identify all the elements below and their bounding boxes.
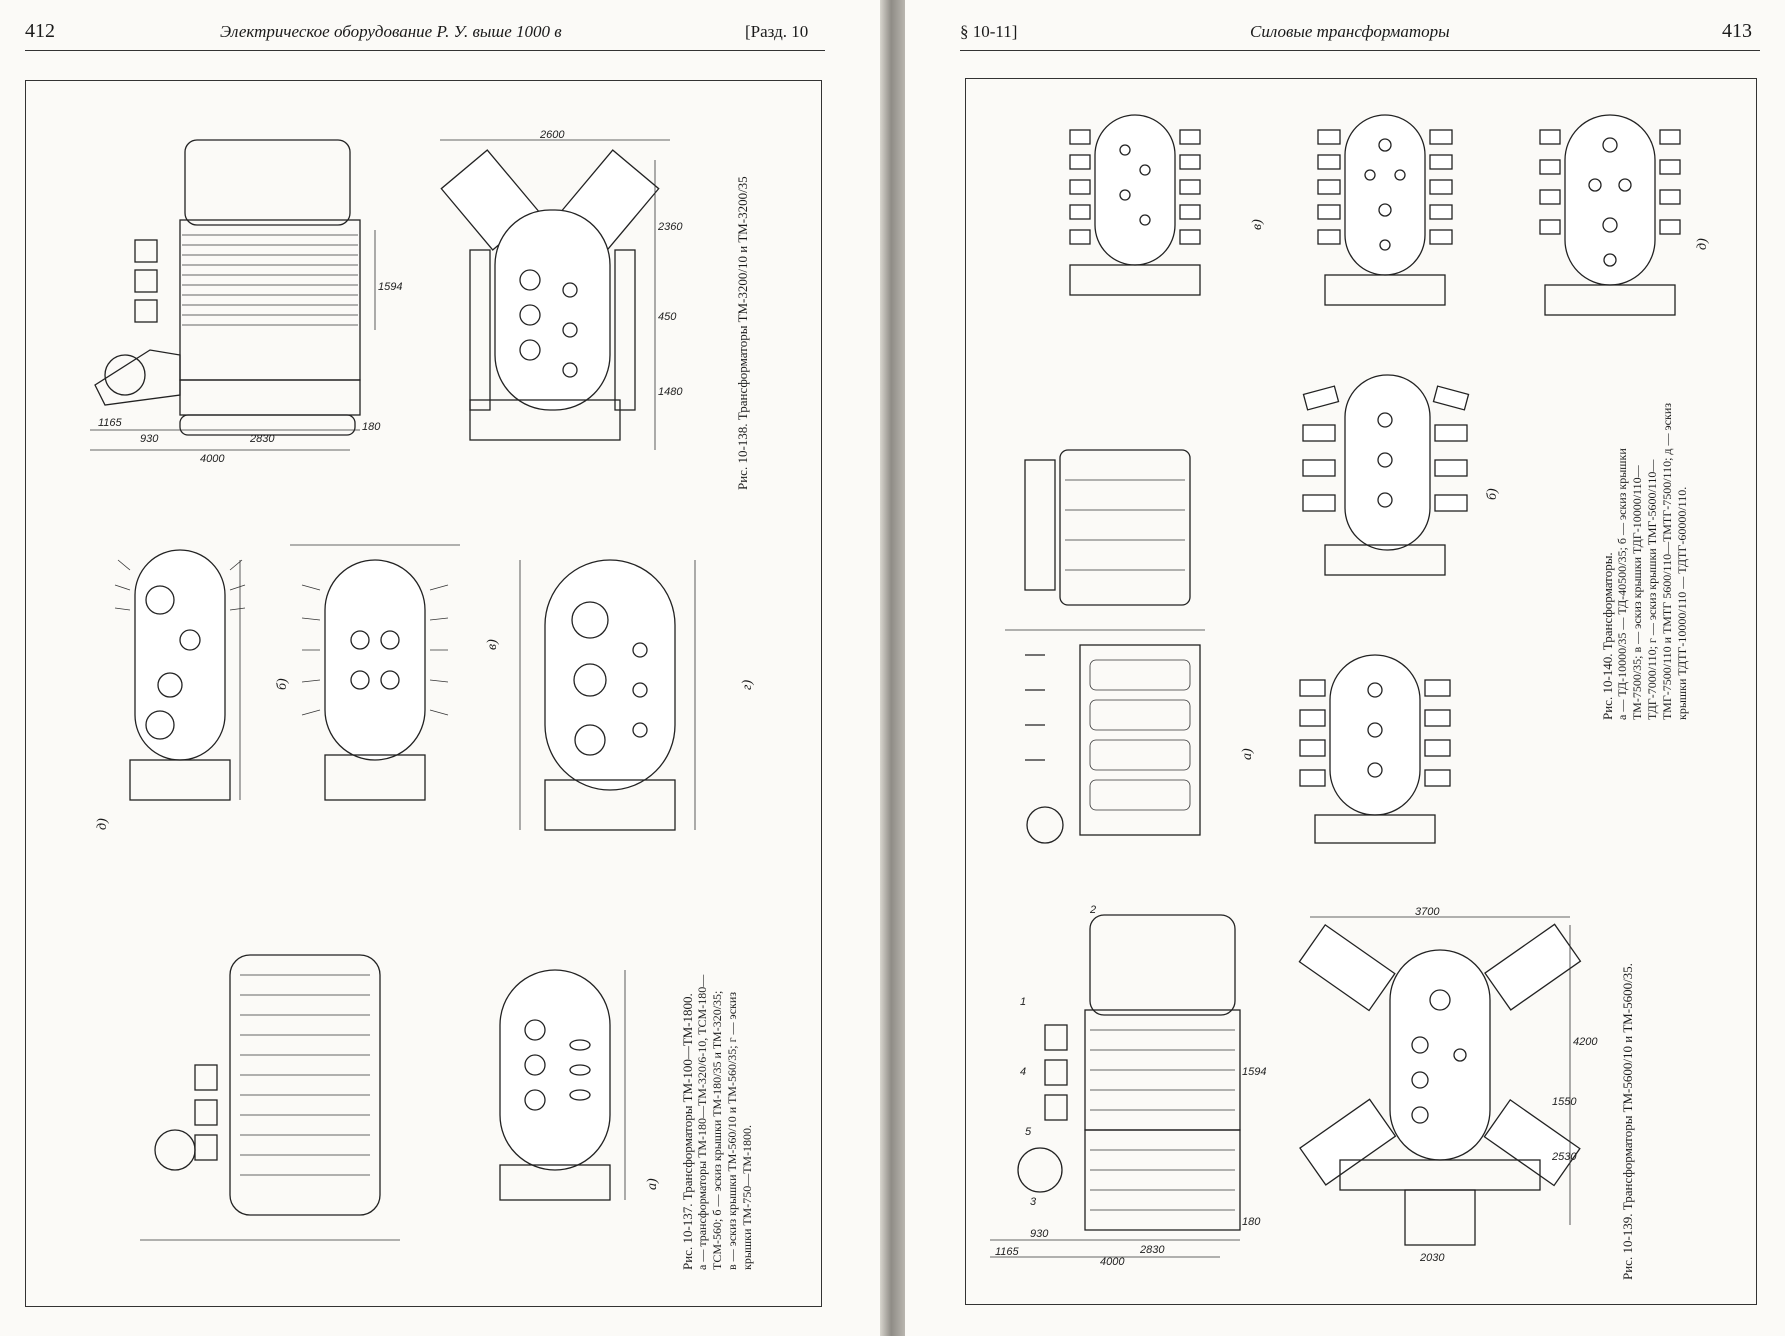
fig-140-g-sketch-top (1317, 114, 1453, 306)
right-label-a: а) (1240, 748, 1255, 760)
book-gutter (880, 0, 905, 1336)
page-number-right: 413 (1722, 20, 1752, 42)
fig-140-line-3: ТДГ-7000/110; г — эскиз крышки ТМГ-5600/… (1645, 459, 1659, 720)
fig-137-c-sketch (290, 544, 460, 801)
left-label-v: в) (485, 639, 500, 650)
fig-137-title: Рис. 10-137. Трансформаторы ТМ-100—ТМ-18… (680, 993, 695, 1270)
fig-140-line-4: ТМГ-7500/110 и ТМТГ 5600/110—ТМТГ-7500/1… (1660, 403, 1674, 720)
fig-140-line-5: крышки ТДТГ-10000/110 — ТДТГ-60000/110. (1675, 486, 1689, 720)
dim-138-1165: 1165 (98, 417, 123, 429)
dim-139-3700: 3700 (1415, 906, 1440, 918)
dim-138-450: 450 (658, 311, 677, 323)
dim-138-180: 180 (362, 421, 381, 433)
fig-137-line-3: в — эскиз крышки ТМ-560/10 и ТМ-560/35; … (725, 991, 739, 1270)
dim-139-930: 930 (1030, 1228, 1049, 1240)
dim-138-1480: 1480 (658, 386, 683, 398)
right-label-d: д) (1695, 238, 1710, 250)
part-4: 4 (1020, 1066, 1026, 1078)
section-marker-right: § 10-11] (960, 22, 1018, 41)
dim-138-1594: 1594 (378, 281, 402, 293)
fig-140-line-2: ТМ-7500/35; в — эскиз крышки ТДГ-10000/1… (1630, 465, 1644, 720)
left-label-d: д) (95, 818, 110, 830)
fig-138-top-view: 2600 2360 450 1480 (440, 129, 683, 450)
part-1: 1 (1020, 996, 1026, 1008)
dim-139-4200: 4200 (1573, 1036, 1598, 1048)
fig-140-caption: Рис. 10-140. Трансформаторы. а — ТД-1000… (1600, 403, 1690, 720)
right-page: § 10-11] Силовые трансформаторы 413 (905, 0, 1785, 1336)
right-label-v: в) (1250, 219, 1265, 230)
page-number-left: 412 (25, 20, 55, 42)
dim-139-1550: 1550 (1552, 1096, 1577, 1108)
right-figure-frame (965, 78, 1757, 1305)
part-2: 2 (1089, 904, 1096, 916)
fig-140-a-side-view (1005, 629, 1205, 844)
fig-137-a-side-view (140, 954, 400, 1241)
part-3: 3 (1030, 1196, 1037, 1208)
dim-139-1594: 1594 (1242, 1066, 1266, 1078)
left-label-g: г) (740, 679, 755, 690)
dim-139-4000: 4000 (1100, 1256, 1125, 1268)
fig-139-caption: Рис. 10-139. Трансформаторы ТМ-5600/10 и… (1620, 963, 1635, 1280)
fig-140-a-top-view (1024, 449, 1191, 606)
fig-140-d-sketch (1539, 114, 1681, 316)
fig-138-side-view: 4000 2830 930 1165 180 1594 (90, 139, 402, 465)
dim-138-930: 930 (140, 433, 159, 445)
fig-139-side-view: 2830 4000 930 1165 180 1594 2 1 4 5 3 (990, 904, 1266, 1268)
dim-138-2830: 2830 (249, 433, 275, 445)
fig-137-caption: Рис. 10-137. Трансформаторы ТМ-100—ТМ-18… (680, 975, 755, 1270)
dim-138-2600: 2600 (539, 129, 565, 141)
fig-137-b-sketch (519, 559, 696, 831)
section-marker-left: [Разд. 10 (745, 22, 809, 41)
left-page: 412 Электрическое оборудование Р. У. выш… (0, 0, 880, 1336)
fig-137-line-1: а — трансформаторы ТМ-180—ТМ-320/6-10, Т… (695, 974, 709, 1270)
part-5: 5 (1025, 1126, 1032, 1138)
dim-139-2830: 2830 (1139, 1244, 1165, 1256)
fig-140-line-1: а — ТД-10000/35 — ТД-40500/35; б — эскиз… (1615, 448, 1629, 720)
running-head-title-left: Электрическое оборудование Р. У. выше 10… (220, 22, 562, 41)
fig-139-top-view: 3700 4200 1550 2530 2030 (1298, 906, 1598, 1264)
dim-139-2530: 2530 (1551, 1151, 1577, 1163)
dim-139-1165: 1165 (995, 1246, 1020, 1258)
fig-137-line-2: ТСМ-560; б — эскиз крышки ТМ-180/35 и ТМ… (710, 990, 724, 1270)
dim-139-2030: 2030 (1419, 1252, 1445, 1264)
left-label-a: а) (645, 1178, 660, 1190)
fig-137-d-sketch (114, 549, 246, 801)
right-running-head: § 10-11] Силовые трансформаторы 413 (960, 20, 1760, 51)
fig-140-b-sketch (1302, 374, 1470, 576)
dim-139-180: 180 (1242, 1216, 1261, 1228)
fig-140-v-sketch (1069, 114, 1201, 296)
fig-138-caption: Рис. 10-138. Трансформаторы ТМ-3200/10 и… (735, 176, 750, 490)
left-label-b: б) (275, 678, 290, 690)
left-running-head: 412 Электрическое оборудование Р. У. выш… (25, 20, 825, 51)
dim-138-2360: 2360 (657, 221, 683, 233)
running-head-title-right: Силовые трансформаторы (1250, 22, 1450, 41)
left-figure-frame (25, 80, 822, 1307)
fig-137-g-sketch (499, 969, 626, 1201)
dim-138-4000: 4000 (200, 453, 225, 465)
fig-140-title: Рис. 10-140. Трансформаторы. (1600, 552, 1615, 720)
fig-137-line-4: крышки ТМ-750—ТМ-1800. (740, 1124, 754, 1270)
fig-140-g-sketch (1299, 654, 1451, 844)
right-label-b: б) (1485, 488, 1500, 500)
